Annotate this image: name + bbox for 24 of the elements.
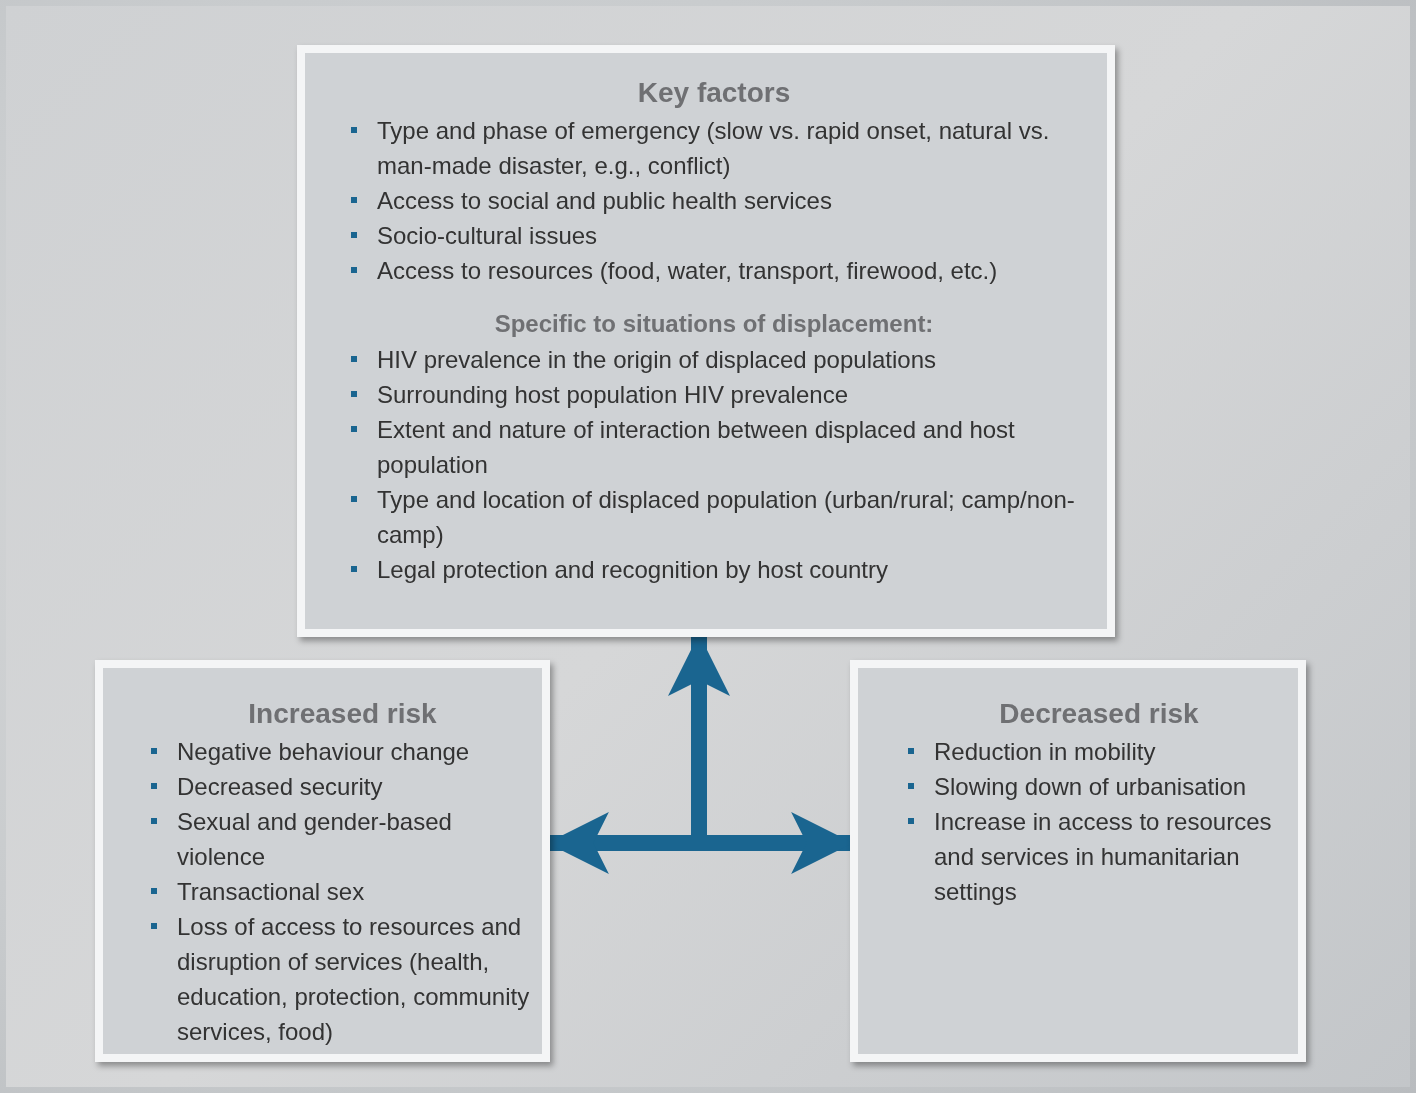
box-heading: Decreased risk bbox=[998, 697, 1200, 731]
bullet-text: Type and phase of emergency (slow vs. rapid onset, natural vs. man-made disaster, e.g., conflict) bbox=[377, 116, 1051, 181]
bullet-text: Negative behaviour change bbox=[177, 737, 470, 767]
text-box bbox=[95, 660, 550, 1062]
bullet-text: Access to social and public health services bbox=[377, 186, 832, 216]
bullet-text: Decreased security bbox=[177, 772, 383, 802]
bullet-text: Loss of access to resources and disruption of services (health, education, protection, community services, food) bbox=[177, 912, 531, 1047]
bullet-text: Legal protection and recognition by host country bbox=[377, 555, 888, 585]
box-heading: Key factors bbox=[636, 76, 792, 110]
text-box bbox=[850, 660, 1306, 1062]
bullet-text: Surrounding host population HIV prevalence bbox=[377, 380, 848, 410]
bullet-text: Increase in access to resources and services in humanitarian settings bbox=[934, 807, 1273, 907]
bullet-text: Slowing down of urbanisation bbox=[934, 772, 1247, 802]
bullet-text: HIV prevalence in the origin of displaced populations bbox=[377, 345, 937, 375]
bullet-text: Access to resources (food, water, transport, firewood, etc.) bbox=[377, 256, 998, 286]
bullet-text: Sexual and gender-based violence bbox=[177, 807, 453, 872]
bullet-text: Reduction in mobility bbox=[934, 737, 1156, 767]
bullet-text: Type and location of displaced population (urban/rural; camp/non-camp) bbox=[377, 485, 1076, 550]
box-heading: Increased risk bbox=[247, 697, 438, 731]
bullet-text: Extent and nature of interaction between displaced and host population bbox=[377, 415, 1016, 480]
text-box bbox=[297, 45, 1115, 637]
box-heading: Specific to situations of displacement: bbox=[493, 309, 935, 339]
bullet-text: Socio-cultural issues bbox=[377, 221, 598, 251]
bullet-text: Transactional sex bbox=[177, 877, 365, 907]
